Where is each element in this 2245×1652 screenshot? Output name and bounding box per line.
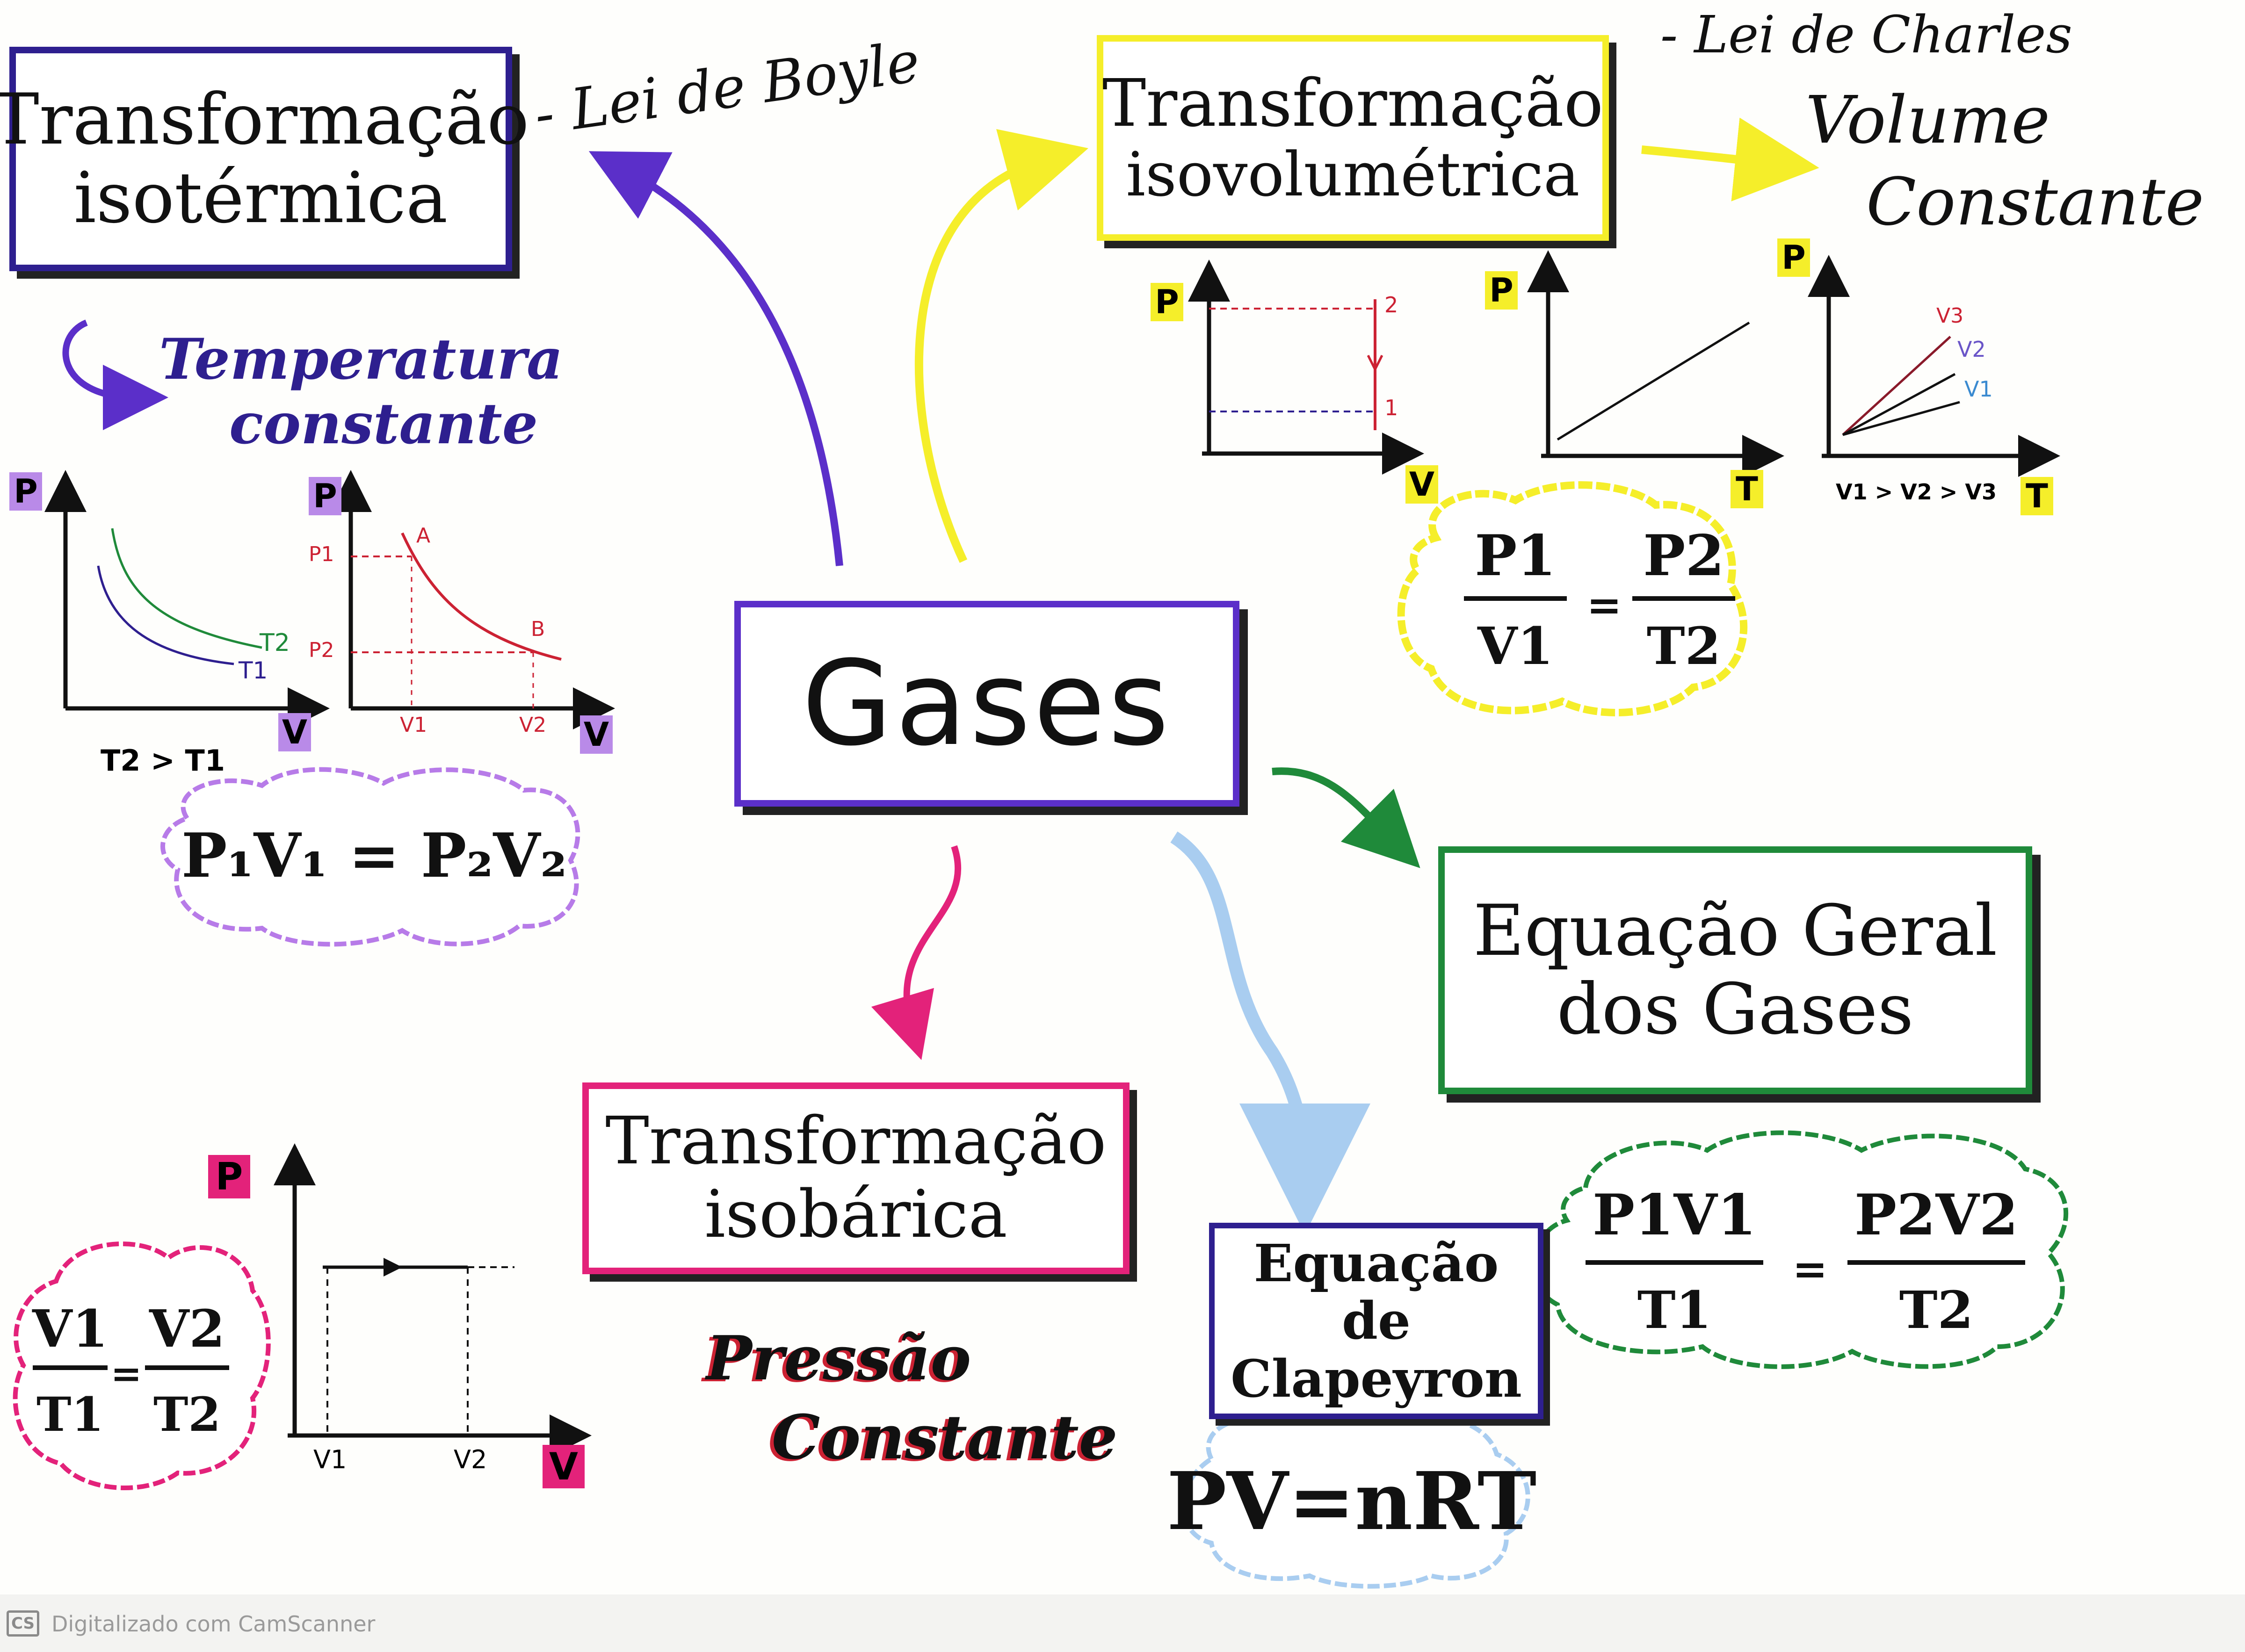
arrow-to-geral bbox=[1272, 767, 1420, 868]
svg-text:V1: V1 bbox=[1477, 616, 1553, 676]
label-p2: P2 bbox=[309, 638, 334, 662]
law-charles: - Lei de Charles bbox=[1660, 5, 2072, 65]
label-v1: V1 bbox=[400, 713, 427, 737]
gases-title: Gases bbox=[802, 635, 1172, 772]
point-b: B bbox=[531, 617, 545, 641]
svg-text:V1: V1 bbox=[32, 1299, 108, 1359]
svg-text:T2: T2 bbox=[1647, 616, 1721, 676]
axis-label-p: P bbox=[1151, 283, 1183, 321]
curve-label-t1: T1 bbox=[239, 657, 268, 684]
graph-isovol-3 bbox=[1808, 255, 2060, 477]
graph-isovol-2 bbox=[1527, 250, 1784, 477]
axis-label-v: V bbox=[580, 715, 613, 754]
box-gases: Gases bbox=[734, 601, 1239, 807]
graph-isotermica-1 bbox=[44, 470, 330, 729]
formula-charles: P1 V1 = P2 T2 bbox=[1464, 523, 1735, 676]
svg-text:=: = bbox=[1586, 580, 1622, 630]
graph-isobarica bbox=[274, 1143, 592, 1457]
arrow-to-isovolumetrica bbox=[914, 129, 1088, 563]
footer-strip bbox=[0, 1594, 2245, 1652]
camscanner-logo: CS bbox=[7, 1610, 39, 1637]
axis-label-p: P bbox=[1485, 271, 1518, 310]
point-1: 1 bbox=[1384, 395, 1398, 420]
series-label-v2: V2 bbox=[1957, 337, 1986, 362]
cloud-geral bbox=[1531, 1130, 2069, 1369]
box-geral: Equação Geral dos Gases bbox=[1438, 846, 2032, 1094]
graph-caption-t2-t1: T2 > T1 bbox=[101, 743, 225, 778]
svg-text:V2: V2 bbox=[149, 1299, 225, 1359]
axis-label-p: P bbox=[309, 477, 341, 515]
axis-label-p: P bbox=[208, 1155, 250, 1198]
axis-label-p: P bbox=[9, 472, 42, 511]
svg-text:=: = bbox=[110, 1351, 142, 1395]
svg-text:P1V1: P1V1 bbox=[1593, 1182, 1756, 1248]
arrow-to-isobarica bbox=[871, 845, 962, 1060]
arrow-temperatura bbox=[62, 319, 168, 430]
label-p1: P1 bbox=[309, 542, 334, 566]
svg-text:T1: T1 bbox=[1637, 1280, 1711, 1340]
note-temperatura: Temperatura constante bbox=[159, 326, 563, 457]
point-2: 2 bbox=[1384, 292, 1398, 317]
axis-label-p: P bbox=[1777, 238, 1810, 277]
axis-label-t: T bbox=[2020, 477, 2053, 515]
axis-label-t: T bbox=[1731, 470, 1763, 508]
axis-label-v: V bbox=[1405, 465, 1438, 504]
series-label-v3: V3 bbox=[1936, 304, 1964, 328]
label-v2: V2 bbox=[454, 1445, 487, 1474]
arrow-to-clapeyron bbox=[1170, 831, 1370, 1234]
label-v2: V2 bbox=[519, 713, 547, 737]
axis-label-v: V bbox=[543, 1445, 585, 1488]
svg-text:P1: P1 bbox=[1475, 523, 1556, 589]
label-v1: V1 bbox=[313, 1445, 347, 1474]
formula-isobarica: V1 T1 = V2 T2 bbox=[32, 1299, 229, 1442]
cloud-charles bbox=[1397, 481, 1748, 716]
cloud-isotermica bbox=[160, 767, 580, 947]
box-isotermica: Transformação isotérmica bbox=[0, 47, 529, 271]
box-isovolumetrica: Transformação isovolumétrica bbox=[1097, 35, 1609, 241]
svg-text:P2: P2 bbox=[1643, 523, 1724, 589]
graph-isovol-1 bbox=[1188, 260, 1424, 475]
formula-clapeyron: PV=nRT bbox=[1167, 1455, 1537, 1548]
svg-text:T1: T1 bbox=[36, 1387, 104, 1442]
camscanner-watermark: Digitalizado com CamScanner bbox=[51, 1611, 376, 1637]
svg-text:P2V2: P2V2 bbox=[1854, 1182, 2018, 1248]
box-isobarica: Transformação isobárica bbox=[582, 1082, 1130, 1274]
note-pressao: Pressão Constante bbox=[706, 1322, 1118, 1473]
box-clapeyron: Equação de Clapeyron bbox=[1209, 1223, 1543, 1419]
curve-label-t2: T2 bbox=[260, 629, 290, 657]
series-label-v1: V1 bbox=[1964, 376, 1993, 402]
diagram-drawing: P1 V1 = P2 T2 V1 T1 = V2 T2 P1V1 T1 = P2… bbox=[13, 117, 2069, 1589]
svg-text:T2: T2 bbox=[153, 1387, 221, 1442]
graph-isotermica-2 bbox=[330, 470, 615, 729]
note-volume: Volume Constante bbox=[1805, 82, 2204, 240]
cloud-isobarica bbox=[13, 1241, 271, 1490]
arrow-to-isotermica bbox=[588, 151, 843, 566]
point-a: A bbox=[416, 524, 431, 548]
graph-caption-v-order: V1 > V2 > V3 bbox=[1836, 479, 1997, 505]
formula-geral: P1V1 T1 = P2V2 T2 bbox=[1586, 1182, 2025, 1340]
axis-label-v: V bbox=[278, 713, 311, 751]
svg-text:=: = bbox=[1792, 1244, 1827, 1294]
formula-isotermica: P₁V₁ = P₂V₂ bbox=[181, 820, 567, 891]
arrow-to-charles-note bbox=[1641, 117, 1819, 202]
svg-text:T2: T2 bbox=[1899, 1280, 1973, 1340]
